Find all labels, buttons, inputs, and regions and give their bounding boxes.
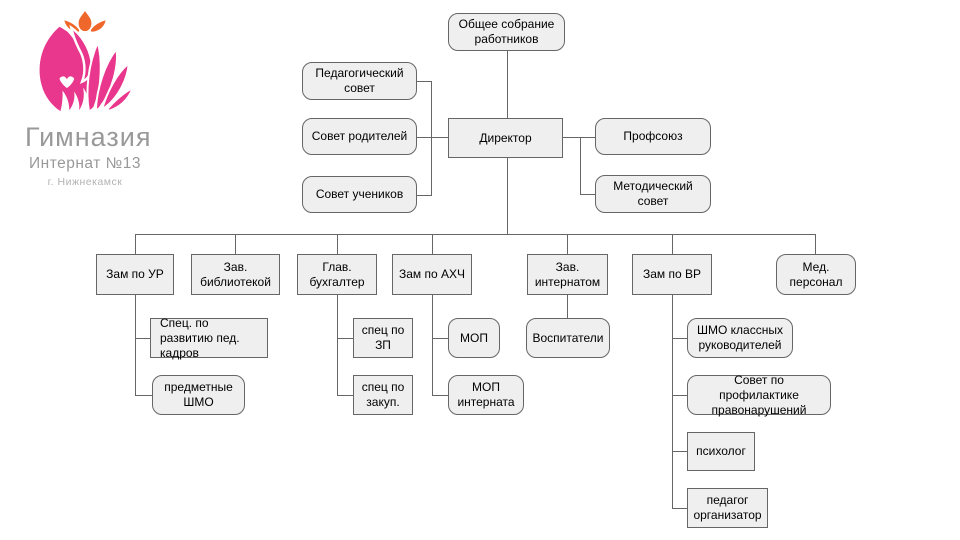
node-psychologist: психолог <box>687 432 755 471</box>
connector-line <box>580 137 581 195</box>
node-deputy-ahch: Зам по АХЧ <box>392 254 472 295</box>
node-shmo-class-leaders: ШМО классных руководителей <box>687 318 793 358</box>
connector-line <box>507 158 508 235</box>
connector-line <box>563 137 595 138</box>
logo-subtitle: Интернат №13 <box>29 155 141 172</box>
node-parents-council: Совет родителей <box>302 118 417 155</box>
connector-line <box>337 338 353 339</box>
connector-line <box>432 234 433 255</box>
connector-line <box>672 451 687 452</box>
connector-line <box>672 295 673 509</box>
connector-line <box>337 395 353 396</box>
node-head-librarian: Зав. библиотекой <box>191 254 280 295</box>
node-deputy-vr: Зам по ВР <box>632 254 712 295</box>
connector-line <box>417 81 431 82</box>
node-pedagogical-council: Педагогический совет <box>302 62 417 100</box>
node-students-council: Совет учеников <box>302 176 417 213</box>
node-chief-accountant: Глав. бухгалтер <box>297 254 377 295</box>
connector-line <box>432 395 448 396</box>
logo-city: г. Нижнекамск <box>47 176 123 188</box>
node-trade-union: Профсоюз <box>595 118 711 155</box>
connector-line <box>135 234 816 235</box>
node-director: Директор <box>448 118 563 158</box>
school-logo: Гимназия Интернат №13 г. Нижнекамск <box>25 10 152 188</box>
connector-line <box>672 234 673 255</box>
connector-line <box>417 137 448 138</box>
connector-line <box>417 195 431 196</box>
node-salary-specialist: спец по ЗП <box>353 318 413 358</box>
node-procurement-specialist: спец по закуп. <box>353 375 413 415</box>
connector-line <box>507 51 508 118</box>
connector-line <box>135 338 150 339</box>
connector-line <box>432 295 433 396</box>
connector-line <box>567 234 568 255</box>
connector-line <box>567 295 568 318</box>
connector-line <box>431 81 432 196</box>
connector-line <box>432 338 448 339</box>
node-general-meeting: Общее собрание работников <box>448 13 565 51</box>
node-dorm-head: Зав. интернатом <box>527 254 608 295</box>
node-prevention-council: Совет по профилактике правонарушений <box>687 373 831 417</box>
node-mop-internat: МОП интерната <box>448 375 524 415</box>
node-methodical-council: Методический совет <box>595 175 711 213</box>
node-educators: Воспитатели <box>526 318 610 358</box>
node-mop: МОП <box>448 318 500 358</box>
connector-line <box>135 295 136 396</box>
node-subject-shmo: предметные ШМО <box>152 375 245 415</box>
connector-line <box>235 234 236 255</box>
connector-line <box>135 234 136 255</box>
connector-line <box>672 395 687 396</box>
node-deputy-ur: Зам по УР <box>96 254 174 295</box>
node-medical-staff: Мед. персонал <box>776 254 856 295</box>
connector-line <box>580 194 595 195</box>
swan-tulip-logo-icon <box>39 10 135 113</box>
connector-line <box>337 234 338 255</box>
connector-line <box>337 295 338 396</box>
connector-line <box>672 338 687 339</box>
node-ped-development-specialist: Спец. по развитию пед. кадров <box>150 316 268 360</box>
node-ped-organizer: педагог организатор <box>687 488 768 528</box>
connector-line <box>135 395 152 396</box>
connector-line <box>815 234 816 255</box>
logo-title: Гимназия <box>25 122 152 152</box>
connector-line <box>672 508 687 509</box>
